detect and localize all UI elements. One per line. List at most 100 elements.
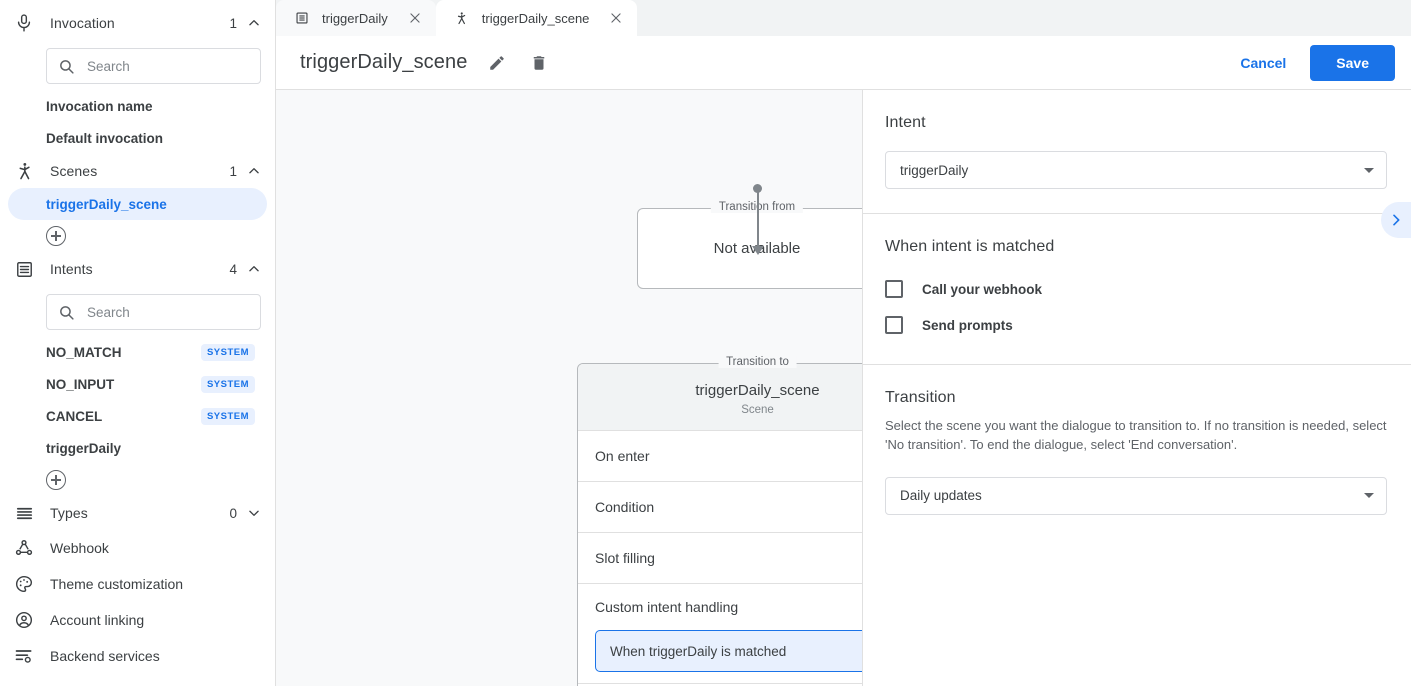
- sidebar-item-theme-customization[interactable]: Theme customization: [0, 566, 275, 602]
- sidebar-group-count: 1: [229, 163, 237, 179]
- add-intent-button[interactable]: [46, 470, 66, 490]
- checkbox-box[interactable]: [885, 316, 903, 334]
- sidebar-group-types[interactable]: Types 0: [0, 496, 275, 530]
- sidebar-item-label: Backend services: [50, 648, 160, 664]
- add-scene-button[interactable]: [46, 226, 66, 246]
- checkbox-label: Send prompts: [922, 317, 1013, 333]
- sidebar-item-account-linking[interactable]: Account linking: [0, 602, 275, 638]
- sidebar-item-label: Account linking: [50, 612, 145, 628]
- chevron-down-icon[interactable]: [247, 506, 261, 520]
- transition-select-value: Daily updates: [900, 488, 982, 504]
- close-icon[interactable]: [406, 9, 424, 27]
- scene-icon: [454, 10, 470, 26]
- checkbox-send-prompts[interactable]: Send prompts: [885, 316, 1387, 334]
- connector-arrow-down: [751, 246, 764, 255]
- intent-section-title: Intent: [885, 114, 926, 131]
- sidebar-group-count: 0: [229, 505, 237, 521]
- types-icon: [12, 501, 36, 525]
- intents-icon: [294, 10, 310, 26]
- sidebar-item-no-match[interactable]: NO_MATCH SYSTEM: [8, 336, 267, 368]
- sidebar-item-triggerdaily[interactable]: triggerDaily: [8, 432, 267, 464]
- when-intent-matched-title: When intent is matched: [885, 238, 1055, 255]
- add-scene-row: [0, 220, 275, 252]
- checkbox-call-your-webhook[interactable]: Call your webhook: [885, 280, 1387, 298]
- transition-section-description: Select the scene you want the dialogue t…: [885, 418, 1387, 452]
- intents-search-placeholder: Search: [87, 304, 130, 320]
- sidebar-group-count: 4: [229, 261, 237, 277]
- sidebar-group-label: Scenes: [50, 163, 98, 179]
- intents-search-input[interactable]: Search: [46, 294, 261, 330]
- sidebar-item-label: triggerDaily_scene: [46, 196, 167, 212]
- scene-row-condition[interactable]: Condition +: [578, 482, 862, 533]
- sidebar-item-cancel[interactable]: CANCEL SYSTEM: [8, 400, 267, 432]
- sidebar-group-label: Types: [50, 505, 88, 521]
- intent-handler-chip-label: When triggerDaily is matched: [610, 643, 787, 659]
- sidebar-group-scenes[interactable]: Scenes 1: [0, 154, 275, 188]
- chevron-up-icon[interactable]: [247, 262, 261, 276]
- invocation-search-input[interactable]: Search: [46, 48, 261, 84]
- scene-node-title: triggerDaily_scene: [695, 382, 820, 399]
- scene-row-custom-intent-handling[interactable]: Custom intent handling +: [578, 584, 862, 630]
- sidebar-item-triggerdaily-scene[interactable]: triggerDaily_scene: [8, 188, 267, 220]
- chevron-right-icon[interactable]: [1381, 202, 1411, 238]
- scene-node-subtitle: Scene: [741, 404, 774, 416]
- connector-line-vertical: [757, 188, 759, 248]
- scene-row-slot-filling[interactable]: Slot filling +: [578, 533, 862, 584]
- status-badge: SYSTEM: [200, 407, 255, 425]
- scene-row-label: On enter: [595, 448, 650, 464]
- page-title: triggerDaily_scene: [300, 51, 468, 73]
- scene-row-label: Custom intent handling: [595, 599, 739, 615]
- checkbox-box[interactable]: [885, 280, 903, 298]
- sidebar-item-webhook[interactable]: Webhook: [0, 530, 275, 566]
- body-split: Transition from Not available Transition…: [276, 90, 1411, 686]
- scene-node-header: triggerDaily_scene Scene: [578, 364, 862, 431]
- sidebar-group-label: Invocation: [50, 15, 115, 31]
- search-icon: [57, 57, 75, 75]
- status-badge: SYSTEM: [200, 343, 255, 361]
- sidebar-item-label: Webhook: [50, 540, 109, 556]
- sidebar-item-backend-services[interactable]: Backend services: [0, 638, 275, 674]
- tab-strip: triggerDaily triggerDaily_scene: [276, 0, 1411, 36]
- trash-icon[interactable]: [527, 51, 551, 75]
- sidebar-group-invocation[interactable]: Invocation 1: [0, 6, 275, 40]
- cancel-button[interactable]: Cancel: [1226, 47, 1300, 79]
- page-header: triggerDaily_scene Cancel Save: [276, 36, 1411, 90]
- chevron-up-icon[interactable]: [247, 16, 261, 30]
- scene-icon: [12, 159, 36, 183]
- tab-triggerdaily-scene[interactable]: triggerDaily_scene: [435, 0, 638, 36]
- tab-label: triggerDaily: [322, 10, 388, 26]
- sidebar-group-count: 1: [229, 15, 237, 31]
- transition-from-node[interactable]: Transition from Not available: [637, 201, 862, 289]
- palette-icon: [12, 572, 36, 596]
- microphone-icon: [12, 11, 36, 35]
- transition-select[interactable]: Daily updates: [885, 476, 1387, 515]
- sidebar-item-no-input[interactable]: NO_INPUT SYSTEM: [8, 368, 267, 400]
- transition-section: Transition Select the scene you want the…: [863, 365, 1411, 539]
- sidebar-item-invocation-name[interactable]: Invocation name: [8, 90, 267, 122]
- when-intent-matched-section: When intent is matched Call your webhook…: [863, 214, 1411, 365]
- content-area: triggerDaily triggerDaily_scene: [276, 0, 1411, 686]
- transition-from-value: Not available: [713, 240, 801, 257]
- scene-section-custom-intent-handling: Custom intent handling + When triggerDai…: [578, 584, 862, 684]
- account-icon: [12, 608, 36, 632]
- chevron-down-icon: [1364, 493, 1374, 499]
- search-icon: [57, 303, 75, 321]
- scene-node[interactable]: Transition to triggerDaily_scene Scene O…: [577, 356, 862, 686]
- scene-graph-canvas[interactable]: Transition from Not available Transition…: [276, 90, 862, 686]
- sidebar-group-label: Intents: [50, 261, 93, 277]
- intent-handler-chip[interactable]: When triggerDaily is matched: [595, 630, 862, 672]
- webhook-icon: [12, 536, 36, 560]
- sidebar-item-label: CANCEL: [46, 408, 103, 424]
- close-icon[interactable]: [607, 9, 625, 27]
- save-button[interactable]: Save: [1310, 44, 1395, 81]
- scene-row-on-enter[interactable]: On enter +: [578, 431, 862, 482]
- status-badge: SYSTEM: [200, 375, 255, 393]
- chevron-up-icon[interactable]: [247, 164, 261, 178]
- sidebar-group-intents[interactable]: Intents 4: [0, 252, 275, 286]
- pencil-icon[interactable]: [485, 51, 509, 75]
- sidebar-item-default-invocation[interactable]: Default invocation: [8, 122, 267, 154]
- sidebar-item-label: Invocation name: [46, 98, 153, 114]
- tab-triggerdaily[interactable]: triggerDaily: [276, 0, 436, 36]
- intent-select[interactable]: triggerDaily: [885, 151, 1387, 189]
